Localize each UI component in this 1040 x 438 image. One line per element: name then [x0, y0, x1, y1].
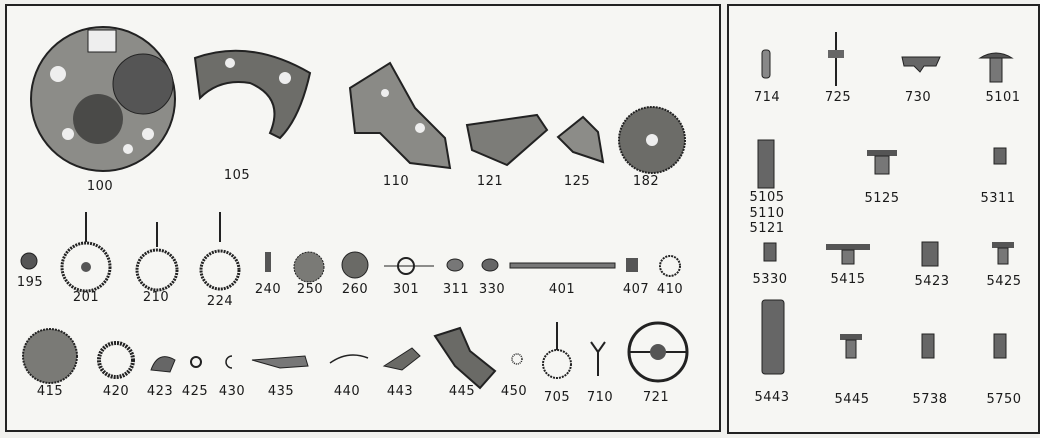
- left-label-260: 260: [341, 282, 369, 297]
- part-5105-screw: [757, 139, 775, 189]
- right-label-5423: 5423: [914, 274, 950, 289]
- part-725-staff: [828, 32, 844, 86]
- part-721-balance: [627, 321, 689, 383]
- right-label-5445: 5445: [834, 392, 870, 407]
- part-121-lever: [465, 113, 549, 167]
- part-301-spring: [384, 257, 434, 275]
- part-5423-screw: [921, 241, 939, 267]
- part-710-fork: [590, 341, 606, 376]
- part-125-lever: [556, 115, 605, 164]
- left-label-330: 330: [478, 282, 506, 297]
- part-250-wheel: [293, 251, 325, 283]
- left-label-721: 721: [642, 390, 670, 405]
- left-label-415: 415: [36, 384, 64, 399]
- part-195-crown: [20, 252, 38, 270]
- part-714-jewel: [761, 49, 771, 79]
- part-5125-screw: [867, 150, 897, 175]
- part-5415-screw: [826, 244, 870, 265]
- part-260-wheel: [341, 251, 369, 279]
- part-440-spring: [329, 354, 369, 364]
- left-label-240: 240: [254, 282, 282, 297]
- left-label-195: 195: [16, 275, 44, 290]
- part-210-wheel: [135, 222, 179, 292]
- left-label-182: 182: [632, 174, 660, 189]
- part-240-pin: [265, 252, 271, 272]
- part-224-wheel: [199, 212, 241, 291]
- right-label-725: 725: [824, 90, 852, 105]
- right-label-5738: 5738: [912, 392, 948, 407]
- left-label-100: 100: [86, 179, 114, 194]
- right-label-730: 730: [904, 90, 932, 105]
- part-330-part: [481, 258, 499, 272]
- right-label-5311: 5311: [980, 191, 1016, 206]
- part-435-lever: [251, 355, 309, 369]
- left-label-440: 440: [333, 384, 361, 399]
- right-label-5425: 5425: [986, 274, 1022, 289]
- part-182-wheel: [618, 106, 686, 174]
- part-5445-screw: [840, 334, 862, 359]
- left-label-710: 710: [586, 390, 614, 405]
- left-label-125: 125: [563, 174, 591, 189]
- part-420-ring: [97, 341, 135, 379]
- part-730-part: [901, 56, 941, 73]
- part-5443-screw: [761, 299, 785, 375]
- left-label-423: 423: [146, 384, 174, 399]
- left-label-201: 201: [72, 290, 100, 305]
- part-423-part: [150, 356, 176, 373]
- left-label-210: 210: [142, 290, 170, 305]
- part-415-wheel: [22, 328, 78, 384]
- left-label-410: 410: [656, 282, 684, 297]
- part-5330-screw: [763, 242, 777, 262]
- part-705-balance: [542, 322, 572, 379]
- left-label-250: 250: [296, 282, 324, 297]
- right-label-714: 714: [753, 90, 781, 105]
- part-443-lever: [382, 347, 421, 371]
- part-5738-screw: [921, 333, 935, 359]
- left-label-110: 110: [382, 174, 410, 189]
- part-100-main-plate: [30, 26, 176, 172]
- part-311-part: [446, 258, 464, 272]
- right-label-5330: 5330: [752, 272, 788, 287]
- right-label-5105: 5105: [749, 190, 785, 205]
- left-label-401: 401: [548, 282, 576, 297]
- left-label-407: 407: [622, 282, 650, 297]
- left-label-443: 443: [386, 384, 414, 399]
- left-label-420: 420: [102, 384, 130, 399]
- part-201-wheel: [60, 212, 112, 293]
- left-label-425: 425: [181, 384, 209, 399]
- right-label-5443: 5443: [754, 390, 790, 405]
- right-label-5750: 5750: [986, 392, 1022, 407]
- left-label-311: 311: [442, 282, 470, 297]
- right-label-5415: 5415: [830, 272, 866, 287]
- part-410-wheel: [659, 255, 681, 277]
- left-label-224: 224: [206, 294, 234, 309]
- part-407-part: [626, 258, 638, 272]
- left-label-301: 301: [392, 282, 420, 297]
- right-label-5125: 5125: [864, 191, 900, 206]
- part-425-part: [190, 356, 202, 368]
- left-label-705: 705: [543, 390, 571, 405]
- part-5425-screw: [992, 242, 1014, 265]
- part-5750-screw: [993, 333, 1007, 359]
- left-label-430: 430: [218, 384, 246, 399]
- part-450-wheel: [511, 353, 523, 365]
- right-label-5121: 5121: [749, 221, 785, 236]
- part-5311-screw: [993, 147, 1007, 165]
- right-label-5101: 5101: [985, 90, 1021, 105]
- part-5101-screw: [978, 52, 1014, 83]
- right-label-5110: 5110: [749, 206, 785, 221]
- part-445-lever: [433, 326, 497, 390]
- left-label-450: 450: [500, 384, 528, 399]
- left-label-435: 435: [267, 384, 295, 399]
- part-430-clip: [225, 355, 233, 369]
- left-label-121: 121: [476, 174, 504, 189]
- part-401-stem: [509, 262, 616, 269]
- part-105-bridge: [193, 49, 312, 140]
- part-110-bridge: [348, 61, 452, 170]
- left-label-105: 105: [223, 168, 251, 183]
- left-label-445: 445: [448, 384, 476, 399]
